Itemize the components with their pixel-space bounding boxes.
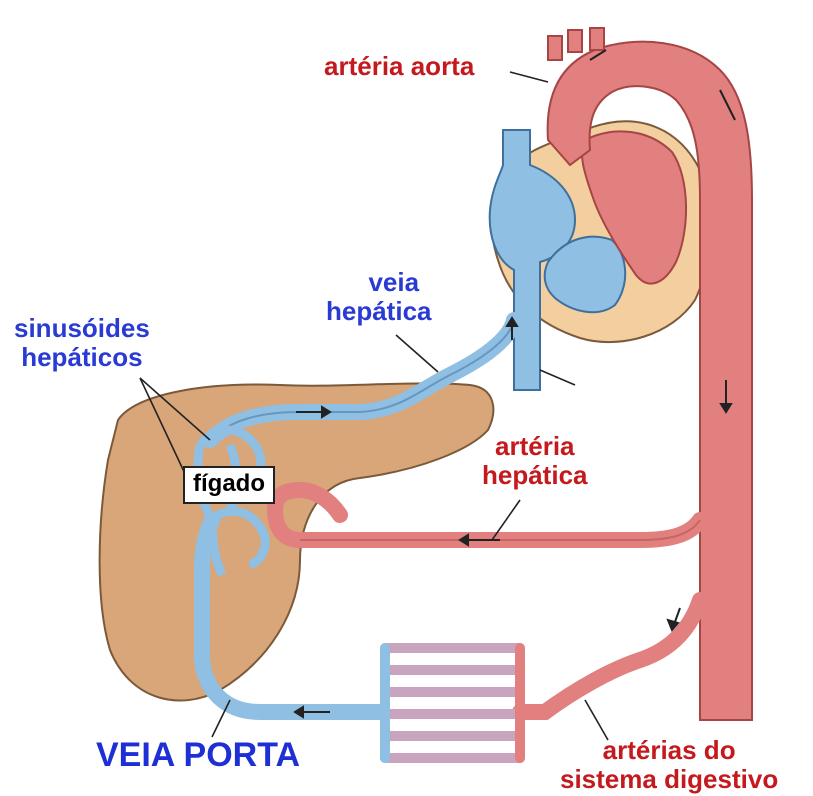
label-veia-porta: VEIA PORTA bbox=[96, 736, 300, 774]
label-sinusoides-line1: sinusóides bbox=[14, 314, 150, 343]
label-sinusoides: sinusóides hepáticos bbox=[14, 314, 150, 372]
aorta-branch bbox=[548, 36, 562, 60]
label-arterias-digestivo: artérias do sistema digestivo bbox=[560, 736, 778, 794]
label-veia-hepatica-line1: veia bbox=[356, 268, 432, 297]
label-sinusoides-line2: hepáticos bbox=[14, 343, 150, 372]
label-arteria-hepatica-line1: artéria bbox=[482, 432, 588, 461]
label-arteria-aorta: artéria aorta bbox=[324, 52, 474, 81]
label-veia-hepatica-line2: hepática bbox=[326, 297, 432, 326]
label-arteria-hepatica-line2: hepática bbox=[482, 461, 588, 490]
label-veia-hepatica: veia hepática bbox=[356, 268, 432, 326]
label-arteria-hepatica: artéria hepática bbox=[482, 432, 588, 490]
digestive-capillaries bbox=[385, 648, 520, 758]
aorta-branch bbox=[568, 30, 582, 52]
label-arterias-digestivo-line2: sistema digestivo bbox=[560, 765, 778, 794]
aorta-branch bbox=[590, 28, 604, 50]
hepatic-artery bbox=[275, 490, 700, 540]
label-figado: fígado bbox=[183, 466, 275, 504]
digestive-artery bbox=[520, 600, 700, 712]
label-arterias-digestivo-line1: artérias do bbox=[560, 736, 778, 765]
